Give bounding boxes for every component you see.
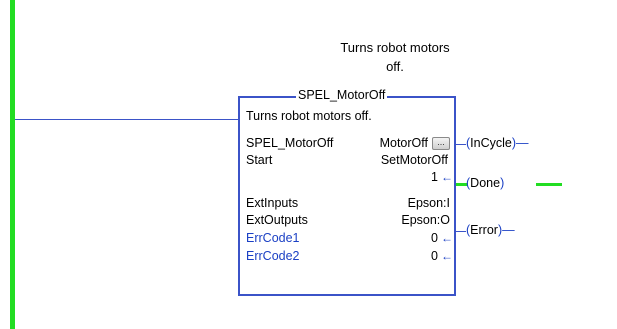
done-wire-left xyxy=(456,183,468,186)
block-description: Turns robot motors off. xyxy=(246,109,372,123)
incycle-output[interactable]: (InCycle)— xyxy=(466,136,529,150)
rung-comment-line-1: Turns robot motors xyxy=(340,40,450,55)
param-name-extinputs: ExtInputs xyxy=(246,196,299,210)
function-block[interactable] xyxy=(238,96,456,296)
left-arrow-icon: ← xyxy=(441,249,453,263)
browse-button[interactable]: ... xyxy=(432,137,450,150)
error-wire xyxy=(456,231,466,232)
param-value-start[interactable]: SetMotorOff xyxy=(380,153,448,167)
left-arrow-icon: ← xyxy=(441,170,453,184)
incycle-wire xyxy=(456,144,466,145)
left-arrow-icon: ← xyxy=(441,231,453,245)
error-label: Error xyxy=(470,223,498,237)
start-live-value: 1 xyxy=(431,170,438,184)
param-name-start: Start xyxy=(246,153,273,167)
rung-comment: Turns robot motors off. xyxy=(300,38,490,76)
block-title: SPEL_MotorOff xyxy=(296,88,388,102)
param-name-instance: SPEL_MotorOff xyxy=(246,136,334,150)
param-name-extoutputs: ExtOutputs xyxy=(246,213,308,227)
rung-wire xyxy=(15,119,239,120)
param-value-instance[interactable]: MotorOff xyxy=(379,136,428,150)
param-value-extoutputs[interactable]: Epson:O xyxy=(401,213,450,227)
param-value-errcode2: 0 xyxy=(431,249,438,263)
done-wire-right xyxy=(536,183,562,186)
param-name-errcode2: ErrCode2 xyxy=(246,249,300,263)
error-output[interactable]: (Error)— xyxy=(466,223,515,237)
param-value-errcode1: 0 xyxy=(431,231,438,245)
param-name-errcode1: ErrCode1 xyxy=(246,231,300,245)
rung-comment-line-2: off. xyxy=(386,59,404,74)
param-value-extinputs[interactable]: Epson:I xyxy=(407,196,450,210)
left-power-rail xyxy=(10,0,15,329)
done-label: Done xyxy=(470,176,501,190)
incycle-label: InCycle xyxy=(470,136,512,150)
done-output[interactable]: (Done) xyxy=(466,176,505,190)
